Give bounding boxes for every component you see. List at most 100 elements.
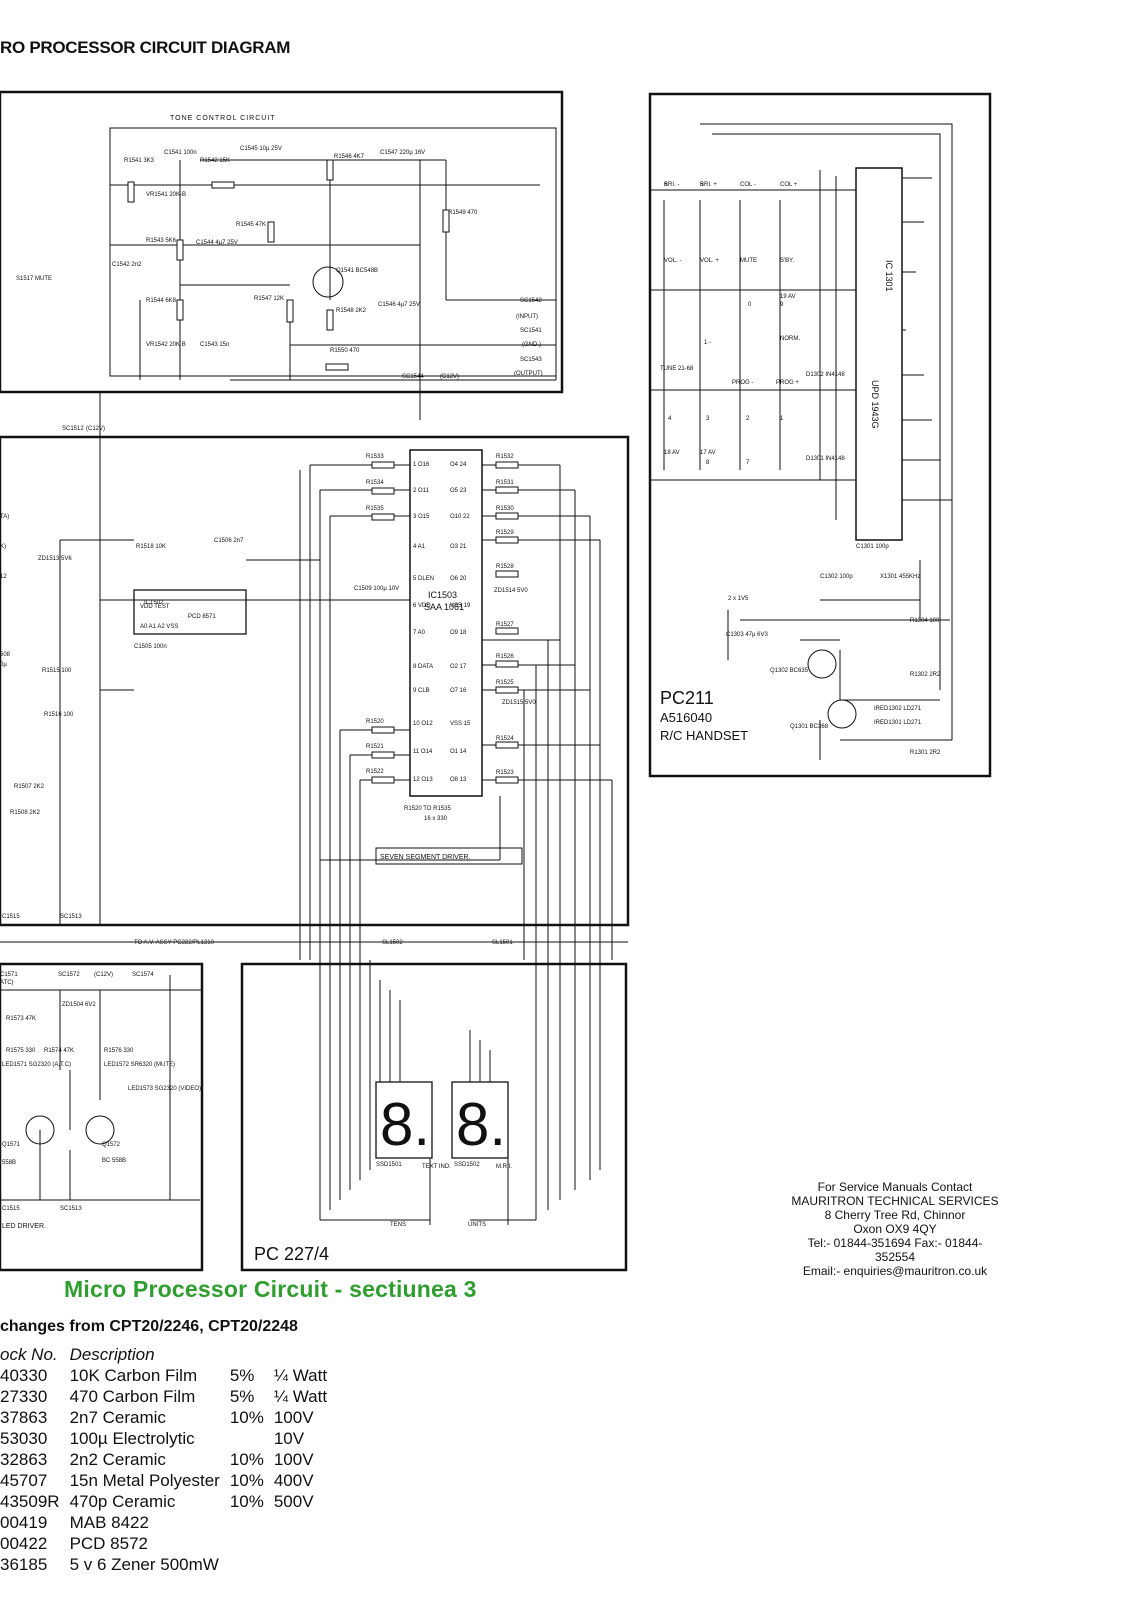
changes-heading: changes from CPT20/2246, CPT20/2248 [0,1318,298,1335]
tone-control-frame [0,90,564,394]
stock-no-cell: 45707 [0,1471,48,1490]
hs-label: 9 [780,302,784,308]
drv-label: R1524 [496,736,514,742]
description-cell: 470 Carbon Film [69,1387,196,1406]
stock-no-cell: 27330 [0,1387,48,1406]
res-note: R1520 TO R1535 [404,806,451,812]
led-label: Q1572 [102,1142,121,1148]
tone-label: R1546 4K7 [334,154,365,160]
hs-label: 17 AV [700,450,716,456]
stock-no-cell: 00422 [0,1534,48,1553]
description-cell: 100µ Electrolytic [69,1429,195,1448]
drv-label: SC1512 [62,426,84,432]
handset-name: R/C HANDSET [660,728,748,743]
hs-label: 2 [746,416,750,422]
tone-label: VR1541 20K-B [146,192,186,198]
led-label: SC1513 [60,1206,82,1212]
tolerance-cell: 5% [229,1366,255,1385]
hs-label: IRED1301 LD271 [874,720,922,726]
tone-label: R1541 3K3 [124,158,155,164]
drv-label: R1528 [496,564,514,570]
tone-label: R1545 47K [236,222,266,228]
contact-block: For Service Manuals Contact MAURITRON TE… [790,1180,1000,1278]
rating-cell: 500V [273,1492,314,1511]
led-label: ATC) [0,980,14,986]
ic1502-body [133,589,247,635]
ic1503-left-pin: 4 A1 [413,544,426,550]
ssd1501-digit: 8. [380,1091,430,1158]
drv-label: R1520 [366,719,384,725]
disp-label: UNITS [468,1222,486,1228]
tolerance-cell [230,1533,274,1554]
hs-label: D1301 IN4148 [806,456,845,462]
ic1503-right-pin: O9 18 [450,630,467,636]
led-label: R1573 47K [6,1016,36,1022]
ic1503-right-pin: O6 20 [450,576,467,582]
led-label: SC1574 [132,972,154,978]
ic1503-left-pin: 3 O15 [413,514,430,520]
drv-label: (C12V) [86,426,105,432]
drv-label: K) [0,544,6,550]
hs-label: C1302 100p [820,574,853,580]
drv-label: ZD1514 5V0 [494,588,528,594]
tone-label: R1544 6K8 [146,298,177,304]
led-driver-frame [0,962,204,1272]
drv-label: R1535 [366,506,384,512]
tone-label: R1542 15K [200,158,230,164]
tone-label: C1543 15n [200,342,229,348]
led-label: (C12V) [94,972,113,978]
ic1503-left-pin: 1 O16 [413,462,430,468]
drv-label: 0µ [0,662,7,668]
hs-label: R1302 2R2 [910,672,941,678]
stock-no-cell: 36185 [0,1555,48,1574]
led-label: LED1573 SG2320 (VIDEO) [128,1086,201,1092]
conn-label: SC1541 [520,328,542,334]
drv-label: R1526 [496,654,514,660]
ic1503-right-pin: O4 24 [450,462,467,468]
drv-label: TA) [0,514,9,520]
hs-label: PROG - [732,380,753,386]
ic1301-label: IC 1301 [884,260,894,292]
tone-label: C1541 100n [164,150,197,156]
stock-no-cell: 00419 [0,1513,48,1532]
led-label: R1575 330 [6,1048,36,1054]
hs-label: X1301 455KHz [880,574,920,580]
handset-board: PC211 [660,688,714,708]
led-label: Q1571 [2,1142,21,1148]
rating-cell: 100V [273,1450,314,1469]
description-cell: 5 v 6 Zener 500mW [69,1555,219,1574]
ic1503-right-pin: O2 17 [450,664,467,670]
drv-label: R1516 100 [44,712,74,718]
stock-no-cell: 53030 [0,1429,48,1448]
tone-label: C1542 2n2 [112,262,142,268]
led-label: R1574 47K [44,1048,74,1054]
hs-label: 5 [700,182,704,188]
rating-cell [274,1554,337,1575]
ssd1501-body [375,1081,433,1159]
tolerance-cell [230,1554,274,1575]
ic1503-left-pin: 11 O14 [413,749,433,755]
ic1503-type: SAA 1061 [424,602,464,612]
ic1503-right-pin: O3 21 [450,544,467,550]
handset-part: A516040 [660,710,712,725]
description-cell: 2n7 Ceramic [69,1408,166,1427]
hs-label: 8 [706,460,710,466]
ic1301-body [855,167,903,541]
hs-label: R1301 2R2 [910,750,941,756]
tone-connector-labels: SC1542(INPUT)SC1541(GND.)SC1543(OUTPUT)S… [402,298,543,380]
drv-label: R1530 [496,506,514,512]
drv-label: IC1502 [144,600,164,606]
contact-line: For Service Manuals Contact [817,1180,973,1194]
drv-label: R1508 2K2 [10,810,41,816]
tone-label: R1543 5K6 [146,238,177,244]
hs-label: BRI. - [664,182,679,188]
rating-cell: 400V [273,1471,314,1490]
